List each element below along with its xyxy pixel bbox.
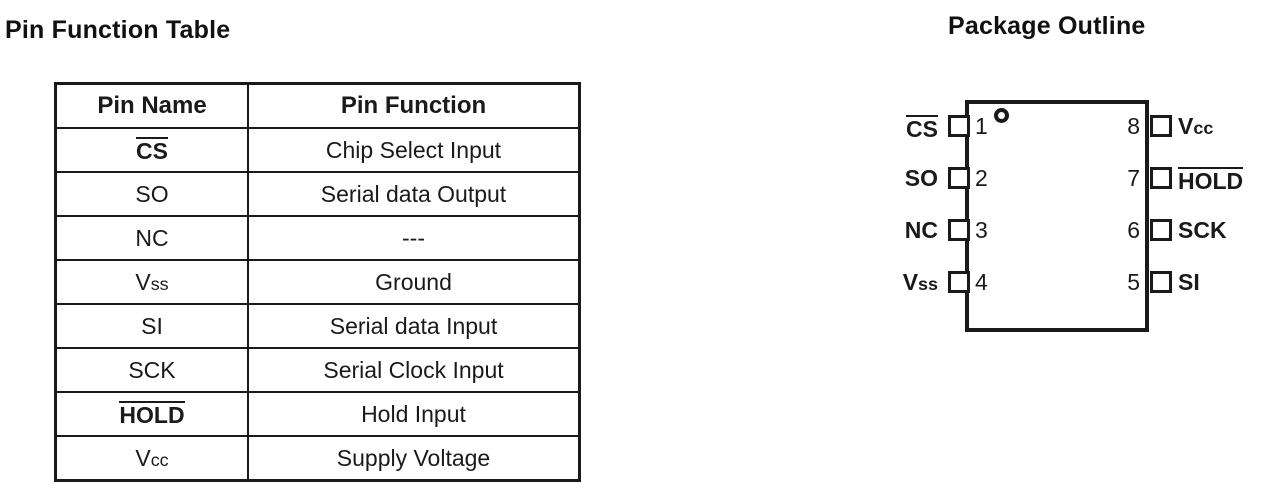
pin-label-so: SO bbox=[904, 165, 938, 191]
package-outline-diagram: 1 CS 2 SO 3 NC 4 Vss 8 Vcc 7 HOLD 6 SCK 5 SI bbox=[860, 70, 1274, 370]
pin-pad-6 bbox=[1150, 219, 1172, 241]
cell-pin-name: HOLD bbox=[55, 391, 249, 437]
pin-label-cs: CS bbox=[906, 115, 938, 142]
table-header-row: Pin Name Pin Function bbox=[55, 83, 580, 129]
cell-pin-function: Hold Input bbox=[247, 391, 580, 437]
pin-label-nc: NC bbox=[904, 217, 938, 243]
pin-pad-5 bbox=[1150, 271, 1172, 293]
pin-pad-4 bbox=[948, 271, 970, 293]
cell-pin-function: Supply Voltage bbox=[247, 435, 580, 481]
pin-pad-8 bbox=[1150, 115, 1172, 137]
pin-pad-1 bbox=[948, 115, 970, 137]
pin-pad-2 bbox=[948, 167, 970, 189]
column-header-pin-name: Pin Name bbox=[55, 83, 249, 129]
pin-label-si: SI bbox=[1178, 269, 1200, 295]
pin-number-7: 7 bbox=[1127, 165, 1140, 191]
cell-pin-name: CS bbox=[55, 127, 249, 173]
pin-number-3: 3 bbox=[975, 217, 988, 243]
package-body-outline bbox=[965, 100, 1149, 332]
package-outline-title: Package Outline bbox=[948, 12, 1146, 40]
pin1-dot-icon bbox=[994, 108, 1009, 123]
cell-pin-function: --- bbox=[247, 215, 580, 261]
cell-pin-function: Serial data Output bbox=[247, 171, 580, 217]
pin-label-vcc: Vcc bbox=[1178, 113, 1214, 139]
cell-pin-name: SCK bbox=[55, 347, 249, 393]
pin-label-hold: HOLD bbox=[1178, 167, 1244, 194]
pin-label-vss: Vss bbox=[902, 269, 938, 295]
pin-pad-3 bbox=[948, 219, 970, 241]
cell-pin-name: SO bbox=[55, 171, 249, 217]
pin-pad-7 bbox=[1150, 167, 1172, 189]
cell-pin-name: Vcc bbox=[55, 435, 249, 481]
pin-number-5: 5 bbox=[1127, 269, 1140, 295]
pin-number-1: 1 bbox=[975, 113, 988, 139]
table-row: NC--- bbox=[55, 215, 580, 261]
pin-number-4: 4 bbox=[975, 269, 988, 295]
pin-label-sck: SCK bbox=[1178, 217, 1227, 243]
cell-pin-function: Ground bbox=[247, 259, 580, 305]
cell-pin-function: Chip Select Input bbox=[247, 127, 580, 173]
cell-pin-name: Vss bbox=[55, 259, 249, 305]
cell-pin-name: NC bbox=[55, 215, 249, 261]
cell-pin-function: Serial Clock Input bbox=[247, 347, 580, 393]
pin-number-6: 6 bbox=[1127, 217, 1140, 243]
pin-number-2: 2 bbox=[975, 165, 988, 191]
cell-pin-function: Serial data Input bbox=[247, 303, 580, 349]
pin-number-8: 8 bbox=[1127, 113, 1140, 139]
cell-pin-name: SI bbox=[55, 303, 249, 349]
column-header-pin-function: Pin Function bbox=[247, 83, 580, 129]
pin-function-table-title: Pin Function Table bbox=[5, 16, 231, 44]
